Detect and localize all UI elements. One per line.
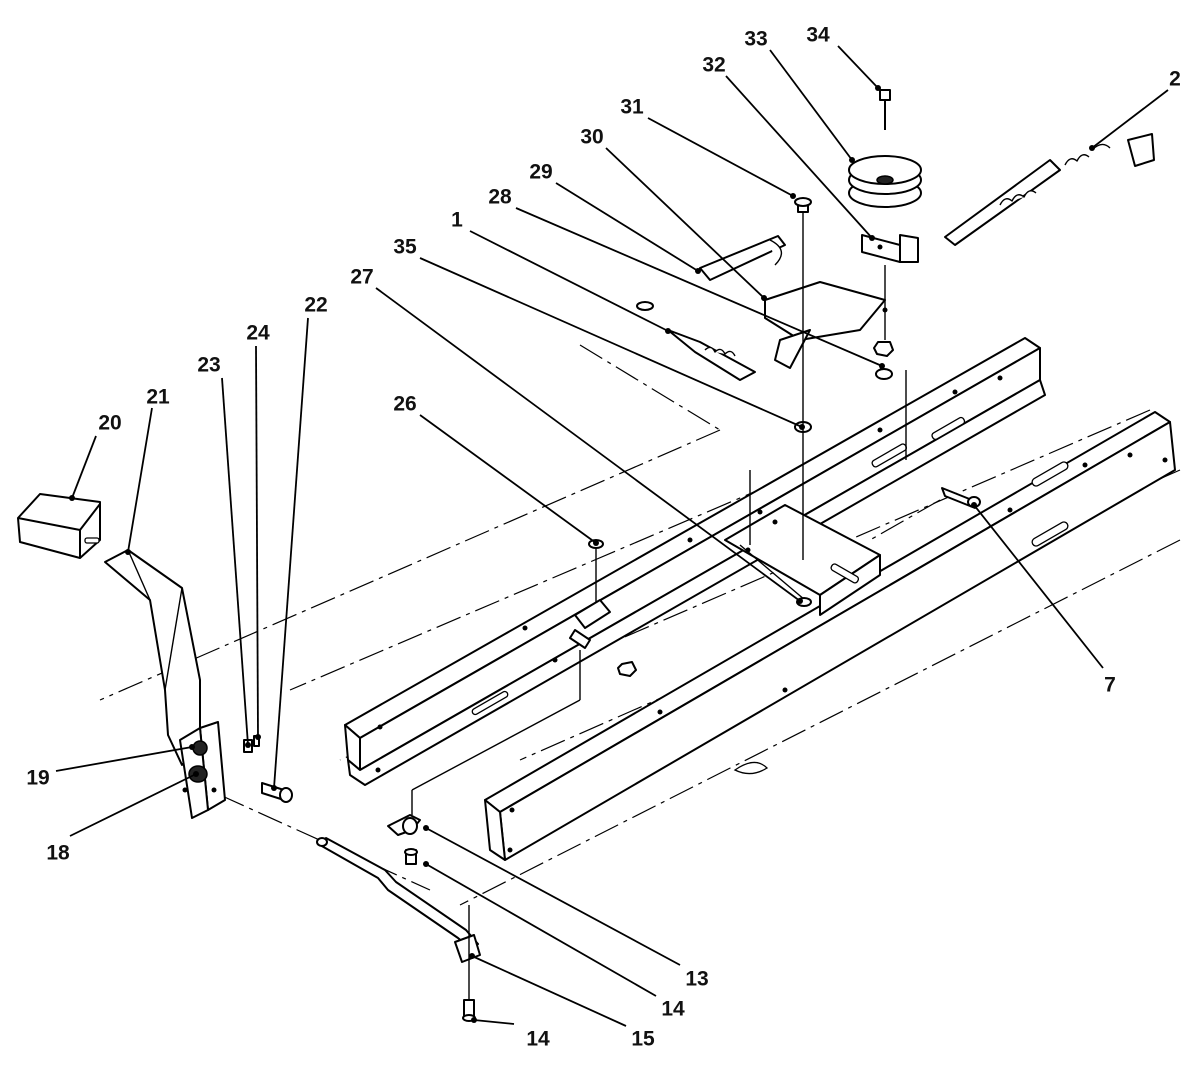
leader-line-c22 [273, 317, 309, 789]
callout-labels: 3433232313029281352722242321202671918131… [26, 24, 1181, 1051]
callout-label-c18: 18 [46, 842, 70, 865]
callout-label-c2: 2 [1169, 68, 1181, 91]
idler-arm [861, 234, 919, 313]
callout-label-c32: 32 [702, 54, 725, 77]
spring-7 [941, 487, 981, 509]
callout-label-c1: 1 [451, 209, 463, 232]
leader-dot-c32 [869, 235, 875, 241]
linkage-plate [569, 599, 611, 649]
leader-dot-c14a [423, 861, 429, 867]
leader-dot-c13 [423, 825, 429, 831]
leader-dot-c15 [469, 953, 475, 959]
callout-label-c27: 27 [350, 266, 373, 289]
frame-rail-upper [344, 337, 1046, 786]
leader-line-c13 [425, 827, 681, 966]
callout-label-c35: 35 [393, 236, 417, 259]
brake-rod [316, 837, 481, 963]
bolt-34 [879, 89, 891, 130]
hardware [588, 197, 907, 677]
callout-label-c34: 34 [806, 24, 830, 47]
pulley [848, 155, 922, 208]
leader-line-c31 [647, 117, 794, 197]
leader-dot-c31 [790, 193, 796, 199]
leader-dot-c18 [193, 771, 199, 777]
leader-line-c35 [419, 257, 803, 428]
leader-dot-c28 [879, 363, 885, 369]
pedal-arm [104, 549, 201, 766]
callout-label-c31: 31 [620, 96, 644, 119]
callout-label-c20: 20 [98, 412, 121, 435]
callout-label-c30: 30 [580, 126, 603, 149]
leader-line-c28 [515, 207, 883, 367]
leader-dot-c21 [125, 549, 131, 555]
leader-dot-c35 [799, 424, 805, 430]
leader-dot-c22 [271, 785, 277, 791]
spring-2 [944, 133, 1155, 246]
leader-line-c24 [255, 345, 259, 738]
callout-label-c13: 13 [685, 968, 708, 991]
leader-dot-c20 [69, 495, 75, 501]
leader-dot-c7 [971, 502, 977, 508]
leader-dot-c33 [849, 157, 855, 163]
lever-bracket [699, 235, 886, 369]
leader-line-c33 [769, 49, 853, 161]
leader-dot-c26 [593, 540, 599, 546]
leader-dot-c19 [189, 744, 195, 750]
leader-dot-c24 [255, 734, 261, 740]
callout-label-c15: 15 [631, 1028, 655, 1051]
leader-dot-c1 [665, 328, 671, 334]
callout-label-c29: 29 [529, 161, 552, 184]
leader-dot-c23 [245, 742, 251, 748]
leader-line-c2 [1091, 89, 1169, 149]
callout-label-c24: 24 [246, 322, 270, 345]
callout-label-c22: 22 [304, 294, 327, 317]
leader-line-c1 [469, 230, 669, 332]
frame-rail-lower [484, 411, 1176, 861]
leader-line-c30 [605, 147, 765, 299]
leader-line-c19 [55, 746, 193, 772]
leader-line-c14a [425, 863, 657, 997]
leader-line-c23 [221, 377, 249, 746]
callout-label-c7: 7 [1104, 674, 1116, 697]
leader-dot-c30 [761, 295, 767, 301]
leader-line-c21 [127, 407, 153, 553]
leader-line-c18 [69, 773, 197, 837]
spring-1 [636, 301, 756, 381]
leader-line-c20 [71, 435, 97, 499]
callout-label-c33: 33 [744, 28, 767, 51]
leader-line-c26 [419, 414, 597, 544]
bolt-14-lower [462, 905, 476, 1022]
callout-label-c21: 21 [146, 386, 170, 409]
callout-label-c26: 26 [393, 393, 416, 416]
pedal-pad [17, 493, 101, 559]
clevis-pin [261, 782, 293, 803]
leader-line-c15 [471, 955, 627, 1027]
callout-label-c14a: 14 [661, 998, 685, 1021]
leader-dot-c29 [695, 268, 701, 274]
leader-line-c27 [375, 287, 801, 602]
leader-line-c7 [973, 504, 1104, 669]
bolt-14-upper [404, 848, 418, 865]
leader-dot-c2 [1089, 145, 1095, 151]
leader-dot-c27 [797, 598, 803, 604]
leader-line-c32 [725, 75, 873, 239]
leader-line-c29 [555, 182, 699, 272]
leader-line-c34 [837, 45, 879, 89]
leader-dot-c14b [471, 1017, 477, 1023]
callout-label-c14b: 14 [526, 1028, 550, 1051]
clamp-13 [387, 650, 581, 836]
callout-label-c23: 23 [197, 354, 220, 377]
leader-dot-c34 [875, 85, 881, 91]
callout-label-c28: 28 [488, 186, 512, 209]
callout-label-c19: 19 [26, 767, 49, 790]
leader-line-c14b [473, 1019, 515, 1025]
